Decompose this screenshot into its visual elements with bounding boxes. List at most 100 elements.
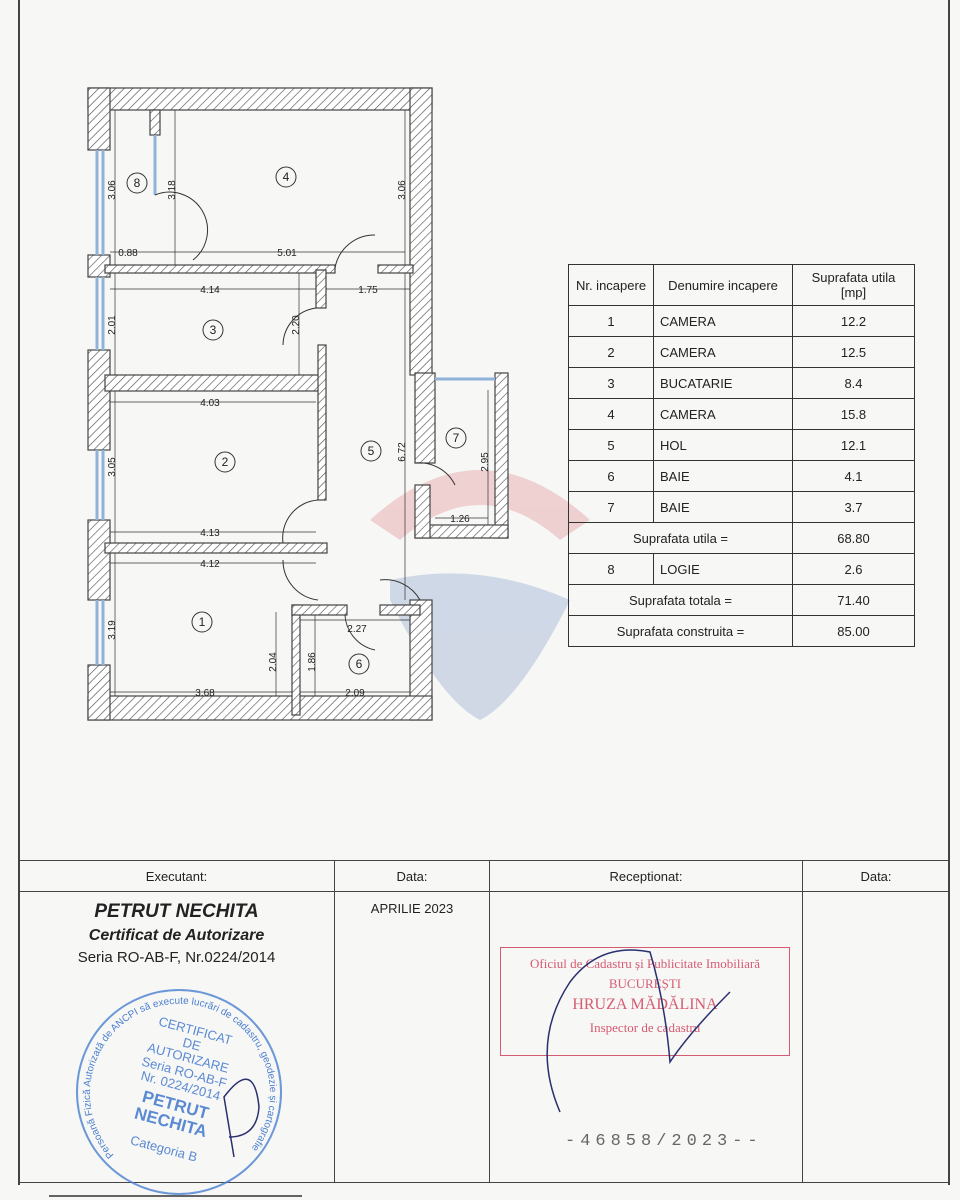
dim-1-height-east: 2.04 xyxy=(268,652,279,672)
page-border-left xyxy=(18,0,20,1185)
row-name: CAMERA xyxy=(653,305,793,337)
row-area: 8.4 xyxy=(792,367,915,399)
header-nr: Nr. incapere xyxy=(568,264,654,306)
dim-6-width: 2.09 xyxy=(345,688,365,699)
executant-cell: PETRUT NECHITA Certificat de Autorizare … xyxy=(18,891,335,1197)
room-labels xyxy=(126,166,467,675)
dim-8-height: 3.06 xyxy=(107,180,118,200)
dim-5-length: 6.72 xyxy=(397,442,408,462)
built-row: Suprafata construita = 85.00 xyxy=(568,615,915,647)
registration-number: -46858/2023-- xyxy=(565,1132,763,1151)
svg-text:DE: DE xyxy=(181,1035,203,1054)
row-name: BUCATARIE xyxy=(653,367,793,399)
row-name: LOGIE xyxy=(653,553,793,585)
walls xyxy=(87,87,509,721)
header-date-2: Data: xyxy=(802,860,950,892)
date-cell-2 xyxy=(802,891,950,1183)
dim-4-east: 3.06 xyxy=(397,180,408,200)
header-date: Data: xyxy=(334,860,490,892)
total-row: Suprafata totala = 71.40 xyxy=(568,584,915,616)
header-area: Suprafata utila [mp] xyxy=(792,264,915,306)
built-value: 85.00 xyxy=(792,615,915,647)
row-area: 15.8 xyxy=(792,398,915,430)
room-number-4: 4 xyxy=(283,170,290,184)
dim-2-width: 4.03 xyxy=(200,398,220,409)
table-header-row: Nr. incapere Denumire incapere Suprafata… xyxy=(568,264,915,306)
total-value: 71.40 xyxy=(792,584,915,616)
room-number-6: 6 xyxy=(356,657,363,671)
executant-series: Seria RO-AB-F, Nr.0224/2014 xyxy=(77,949,276,966)
floor-plan: 1 2 3 4 5 6 7 8 3.06 xyxy=(87,87,590,721)
row-nr: 5 xyxy=(568,429,654,461)
windows xyxy=(95,135,495,665)
signature-table: Executant: Data: Receptionat: Data: PETR… xyxy=(18,860,950,1197)
row-nr: 7 xyxy=(568,491,654,523)
row-area: 12.5 xyxy=(792,336,915,368)
built-label: Suprafata construita = xyxy=(568,615,793,647)
dim-8-width: 0.88 xyxy=(118,248,138,259)
row-nr: 6 xyxy=(568,460,654,492)
row-name: CAMERA xyxy=(653,336,793,368)
total-label: Suprafata totala = xyxy=(568,584,793,616)
row-name: BAIE xyxy=(653,460,793,492)
dim-1-width: 3.68 xyxy=(195,688,215,699)
dim-3-height: 2.01 xyxy=(107,315,118,335)
inspector-signature xyxy=(546,949,731,1113)
received-cell: Oficiul de Cadastru și Publicitate Imobi… xyxy=(489,891,803,1183)
room-number-2: 2 xyxy=(222,455,229,469)
row-nr: 1 xyxy=(568,305,654,337)
dim-3-width: 4.14 xyxy=(200,285,220,296)
row-area: 2.6 xyxy=(792,553,915,585)
dim-2-width-south: 4.13 xyxy=(200,528,220,539)
room-number-8: 8 xyxy=(134,176,141,190)
watermark-logo xyxy=(370,470,590,720)
dim-2-height: 3.05 xyxy=(107,457,118,477)
dim-3-height-east: 2.20 xyxy=(291,315,302,335)
date-cell: APRILIE 2023 xyxy=(334,891,490,1183)
row-area: 12.1 xyxy=(792,429,915,461)
row-area: 12.2 xyxy=(792,305,915,337)
row-nr: 4 xyxy=(568,398,654,430)
area-table: Nr. incapere Denumire incapere Suprafata… xyxy=(568,264,915,647)
dim-7-width: 1.26 xyxy=(450,514,470,525)
doors xyxy=(154,191,456,651)
dim-5-width: 1.75 xyxy=(358,285,378,296)
dim-4-width: 5.01 xyxy=(277,248,297,259)
date-value: APRILIE 2023 xyxy=(370,901,454,916)
row-nr: 8 xyxy=(568,553,654,585)
row-area: 4.1 xyxy=(792,460,915,492)
row-area: 3.7 xyxy=(792,491,915,523)
useful-total-row: Suprafata utila = 68.80 xyxy=(568,522,915,554)
room-number-5: 5 xyxy=(368,444,375,458)
header-executant: Executant: xyxy=(18,860,335,892)
header-received: Receptionat: xyxy=(489,860,803,892)
useful-value: 68.80 xyxy=(792,522,915,554)
row-nr: 3 xyxy=(568,367,654,399)
useful-label: Suprafata utila = xyxy=(568,522,793,554)
page-border-right xyxy=(948,0,950,1185)
room-number-3: 3 xyxy=(210,323,217,337)
executant-cert: Certificat de Autorizare xyxy=(88,927,265,944)
receiving-stamp: Oficiul de Cadastru și Publicitate Imobi… xyxy=(500,947,790,1056)
room-number-1: 1 xyxy=(199,615,206,629)
room-number-7: 7 xyxy=(453,431,460,445)
table-row: 8 LOGIE 2.6 xyxy=(568,553,915,585)
header-name: Denumire incapere xyxy=(653,264,793,306)
row-name: HOL xyxy=(653,429,793,461)
dim-4-west: 3.18 xyxy=(167,180,178,200)
row-nr: 2 xyxy=(568,336,654,368)
dim-7-height: 2.95 xyxy=(480,452,491,472)
row-name: CAMERA xyxy=(653,398,793,430)
executant-stamp: Persoană Fizică Autorizată de ANCPI să e… xyxy=(49,989,302,1197)
dim-6-height: 1.86 xyxy=(307,652,318,672)
executant-name: PETRUT NECHITA xyxy=(94,901,259,922)
dim-1-width-north: 4.12 xyxy=(200,559,220,570)
